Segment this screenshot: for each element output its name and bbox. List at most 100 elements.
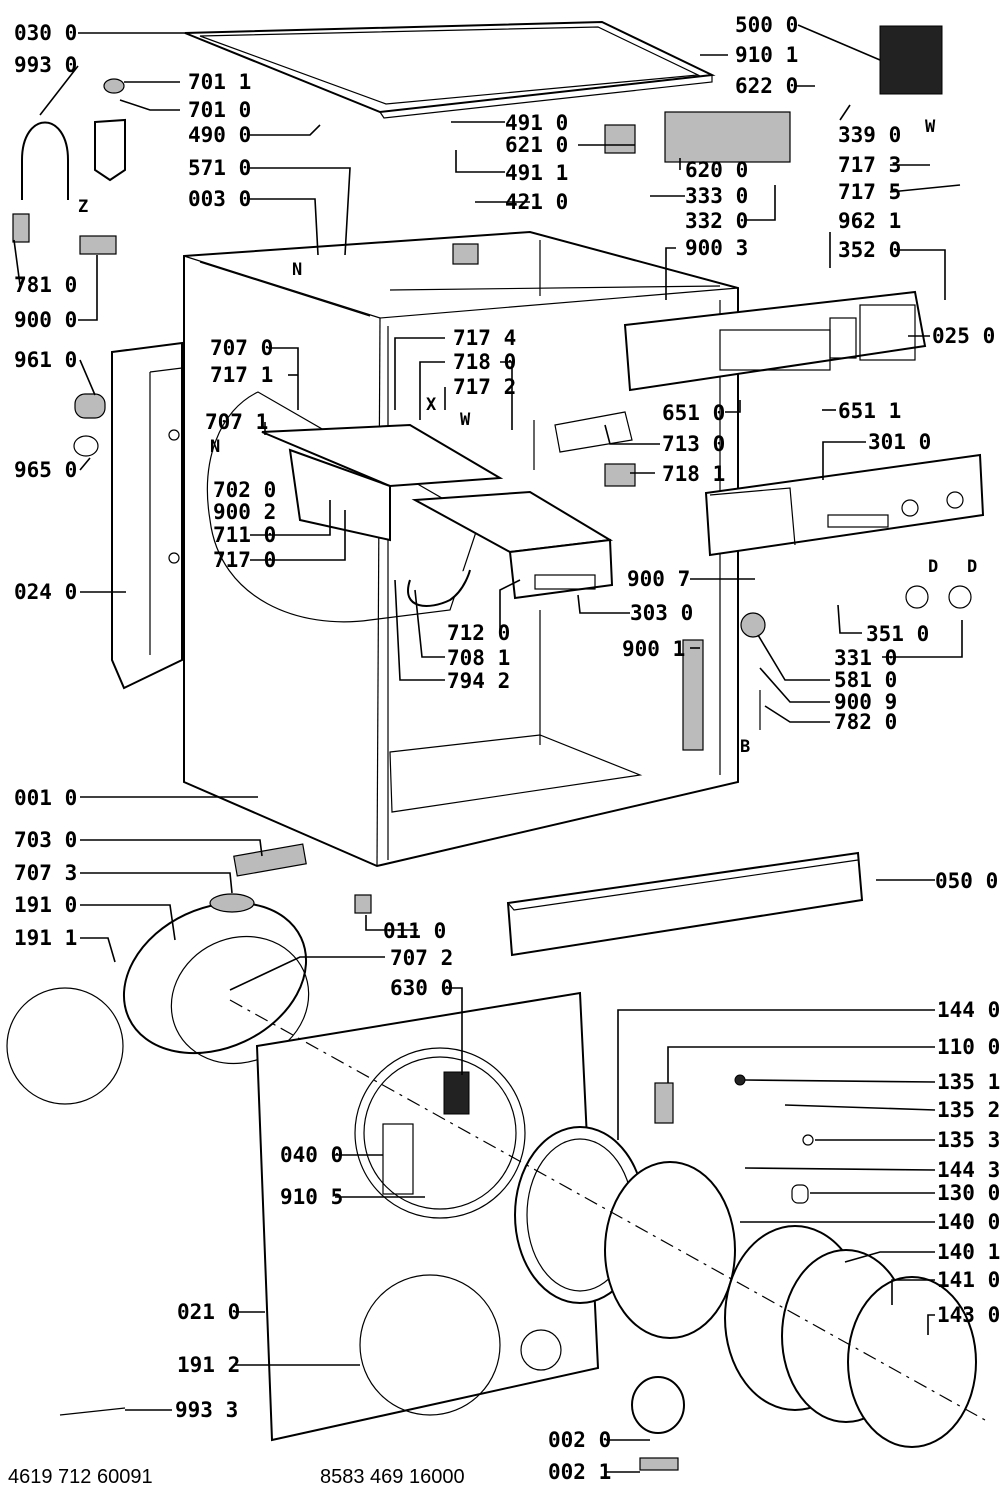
foot-drawing bbox=[354, 894, 372, 914]
filter-drawing bbox=[74, 393, 106, 419]
label-144-0: 144 0 bbox=[937, 998, 1000, 1022]
label-339-0: 339 0 bbox=[838, 123, 901, 147]
label-352-0: 352 0 bbox=[838, 238, 901, 262]
switch-bracket-drawing bbox=[604, 463, 636, 487]
label-717-3: 717 3 bbox=[838, 153, 901, 177]
hinge-drawing bbox=[654, 1082, 674, 1124]
lever-drawing bbox=[639, 1457, 679, 1471]
label-301-0: 301 0 bbox=[868, 430, 931, 454]
marker-n-lower: N bbox=[210, 437, 220, 457]
label-900-9: 900 9 bbox=[834, 690, 897, 714]
cabinet-drawing bbox=[183, 230, 739, 868]
label-708-1: 708 1 bbox=[447, 646, 510, 670]
marker-n-upper: N bbox=[292, 260, 302, 280]
marker-w-upper: W bbox=[925, 117, 936, 137]
dispenser-box-drawing bbox=[261, 423, 614, 600]
label-144-3: 144 3 bbox=[937, 1158, 1000, 1182]
label-900-0: 900 0 bbox=[14, 308, 77, 332]
pressure-switch-drawing bbox=[604, 124, 636, 154]
door-glass-drawing bbox=[604, 1161, 736, 1339]
label-993-0: 993 0 bbox=[14, 53, 77, 77]
label-135-1: 135 1 bbox=[937, 1070, 1000, 1094]
label-900-1: 900 1 bbox=[622, 637, 685, 661]
label-040-0: 040 0 bbox=[280, 1143, 343, 1167]
label-332-0: 332 0 bbox=[685, 209, 748, 233]
drain-pipe-drawing bbox=[233, 843, 307, 877]
label-490-0: 490 0 bbox=[188, 123, 251, 147]
label-002-1: 002 1 bbox=[548, 1460, 611, 1484]
bushing-drawing bbox=[791, 1184, 809, 1204]
label-900-7: 900 7 bbox=[627, 567, 690, 591]
label-024-0: 024 0 bbox=[14, 580, 77, 604]
label-621-0: 621 0 bbox=[505, 133, 568, 157]
valve-cap-drawing bbox=[103, 78, 125, 94]
label-782-0: 782 0 bbox=[834, 710, 897, 734]
bellow-gasket-drawing bbox=[209, 893, 255, 913]
label-331-0: 331 0 bbox=[834, 646, 897, 670]
footer-center-code: 8583 469 16000 bbox=[320, 1466, 465, 1488]
marker-w-lower: W bbox=[460, 410, 471, 430]
label-910-1: 910 1 bbox=[735, 43, 798, 67]
marker-d-left: D bbox=[928, 557, 938, 577]
label-717-0: 717 0 bbox=[213, 548, 276, 572]
filter-cap-drawing bbox=[631, 1376, 685, 1434]
leader-lines bbox=[13, 24, 963, 1473]
label-781-0: 781 0 bbox=[14, 273, 77, 297]
label-011-0: 011 0 bbox=[383, 919, 446, 943]
label-140-0: 140 0 bbox=[937, 1210, 1000, 1234]
label-717-5: 717 5 bbox=[838, 180, 901, 204]
label-707-1: 707 1 bbox=[205, 410, 268, 434]
label-701-1: 701 1 bbox=[188, 70, 251, 94]
label-900-2: 900 2 bbox=[213, 500, 276, 524]
label-962-1: 962 1 bbox=[838, 209, 901, 233]
label-702-0: 702 0 bbox=[213, 478, 276, 502]
thermostat-drawing bbox=[740, 612, 766, 638]
front-panel-drawing bbox=[704, 453, 985, 557]
door-lock-drawing bbox=[682, 639, 704, 751]
label-707-3: 707 3 bbox=[14, 861, 77, 885]
side-panel-drawing bbox=[111, 341, 183, 690]
relay-block-drawing bbox=[664, 111, 791, 163]
valve-drawing bbox=[94, 118, 126, 182]
label-303-0: 303 0 bbox=[630, 601, 693, 625]
label-900-3: 900 3 bbox=[685, 236, 748, 260]
label-500-0: 500 0 bbox=[735, 13, 798, 37]
label-713-0: 713 0 bbox=[662, 432, 725, 456]
label-003-0: 003 0 bbox=[188, 187, 251, 211]
marker-x: X bbox=[426, 395, 437, 415]
label-021-0: 021 0 bbox=[177, 1300, 240, 1324]
hose-end-drawing bbox=[12, 213, 30, 243]
label-135-3: 135 3 bbox=[937, 1128, 1000, 1152]
label-140-1: 140 1 bbox=[937, 1240, 1000, 1264]
cover-drawing bbox=[554, 411, 633, 453]
footer-left-code: 4619 712 60091 bbox=[8, 1466, 153, 1488]
marker-d-right: D bbox=[967, 557, 977, 577]
label-707-0: 707 0 bbox=[210, 336, 273, 360]
label-001-0: 001 0 bbox=[14, 786, 77, 810]
label-421-0: 421 0 bbox=[505, 190, 568, 214]
valve-bracket-drawing bbox=[79, 235, 117, 255]
label-961-0: 961 0 bbox=[14, 348, 77, 372]
label-712-0: 712 0 bbox=[447, 621, 510, 645]
label-571-0: 571 0 bbox=[188, 156, 251, 180]
label-630-0: 630 0 bbox=[390, 976, 453, 1000]
dispenser-outline-drawing bbox=[206, 391, 481, 623]
label-191-1: 191 1 bbox=[14, 926, 77, 950]
label-717-1: 717 1 bbox=[210, 363, 273, 387]
screw-drawing bbox=[734, 1074, 746, 1086]
knob-left-drawing bbox=[905, 585, 929, 609]
part-labels: 030 0 993 0 701 1 701 0 490 0 571 0 003 … bbox=[14, 13, 1000, 1484]
marker-b: B bbox=[740, 737, 750, 757]
interlock-drawing bbox=[452, 243, 479, 265]
top-lid-drawing bbox=[184, 20, 716, 119]
label-050-0: 050 0 bbox=[935, 869, 998, 893]
label-491-0: 491 0 bbox=[505, 111, 568, 135]
label-718-1: 718 1 bbox=[662, 462, 725, 486]
label-002-0: 002 0 bbox=[548, 1428, 611, 1452]
knob-right-drawing bbox=[948, 585, 972, 609]
hook-drawing bbox=[59, 1407, 126, 1416]
label-717-4: 717 4 bbox=[453, 326, 516, 350]
label-707-2: 707 2 bbox=[390, 946, 453, 970]
label-622-0: 622 0 bbox=[735, 74, 798, 98]
